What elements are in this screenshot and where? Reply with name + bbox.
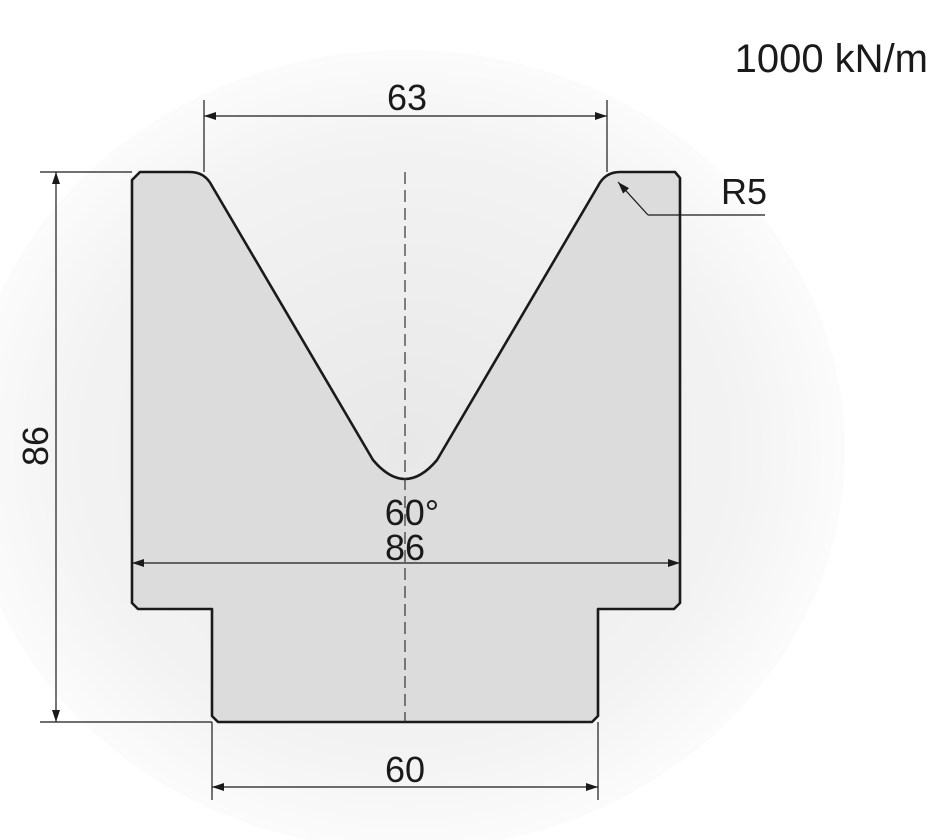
width-label: 86 — [385, 527, 425, 568]
top-opening-dimension — [203, 100, 608, 172]
height-dimension — [40, 171, 212, 723]
radius-leader — [617, 181, 765, 216]
die-body — [130, 170, 682, 724]
load-rating: 1000 kN/m — [735, 37, 928, 81]
base-width-label: 60 — [385, 749, 425, 790]
top-opening-label: 63 — [387, 77, 427, 118]
height-label: 86 — [15, 426, 56, 466]
radius-label: R5 — [721, 171, 767, 212]
angle-label: 60° — [385, 492, 439, 533]
base-width-dimension — [211, 722, 599, 800]
